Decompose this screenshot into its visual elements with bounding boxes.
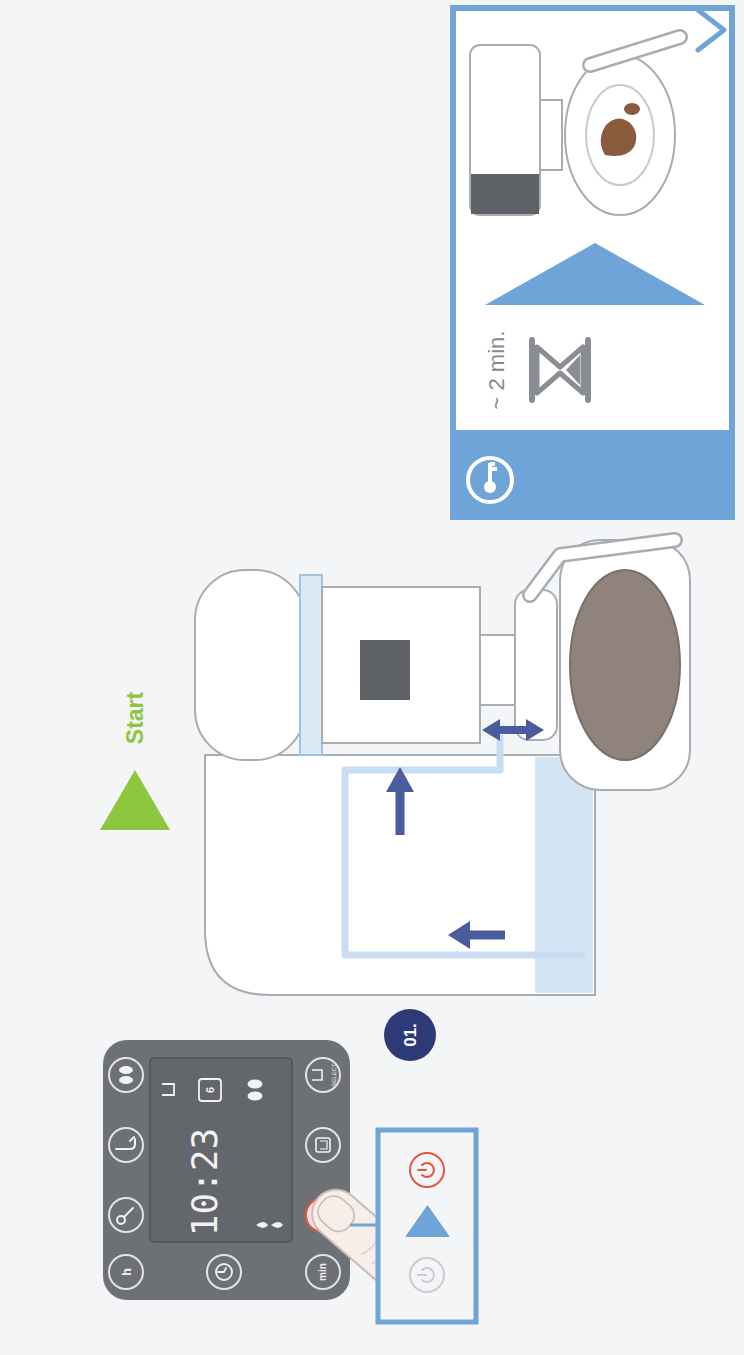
coffee-machine-part-part (448, 921, 470, 949)
power-callout-part-part (418, 1169, 426, 1171)
power-callout-part (405, 1205, 450, 1237)
control-panel-part (248, 1080, 284, 1229)
coffee-machine-part (300, 575, 322, 755)
clock-display: 10:23 (187, 1128, 223, 1236)
control-panel-part-part (109, 1058, 143, 1092)
control-panel-part-part (271, 1222, 283, 1228)
finger-part (313, 1191, 360, 1237)
control-panel-part (316, 1138, 330, 1152)
landscape-art (100, 5, 735, 1300)
info-panel-art-part (586, 85, 654, 185)
info-panel-art-part (468, 458, 512, 502)
info-panel-art-part (485, 243, 705, 305)
info-panel-art-part (470, 45, 540, 215)
info-panel-art (450, 5, 735, 520)
duration-note: ~ 2 min. (486, 331, 508, 410)
control-panel-part-part (248, 1080, 263, 1089)
info-panel-art-part (565, 55, 675, 215)
control-panel-part-part (119, 1076, 133, 1084)
coffee-machine-part (386, 719, 544, 949)
info-panel-art-part (490, 463, 497, 483)
control-panel-part-part (109, 1128, 143, 1162)
info-panel-art-part (532, 340, 588, 400)
info-panel-art-part (601, 118, 637, 156)
coffee-machine-part-part (386, 767, 414, 792)
control-panel-part-part (306, 1128, 340, 1162)
info-panel-art-part (566, 355, 580, 385)
info-panel-art-part (537, 347, 583, 393)
button-label: SELECT (331, 1063, 337, 1086)
step-number-text: 01. (402, 1023, 419, 1047)
coffee-machine-part (570, 570, 680, 760)
control-panel-part-part (207, 1255, 241, 1289)
control-panel (103, 1040, 350, 1300)
step-number: 01. (384, 1009, 436, 1061)
control-panel-part (116, 1137, 135, 1149)
coffee-machine (195, 540, 690, 995)
control-panel-part-part (216, 1264, 232, 1280)
control-panel-part-part (306, 1058, 340, 1092)
control-panel-part-part (124, 1208, 133, 1217)
control-panel-part (199, 1079, 221, 1101)
control-panel-part-part (109, 1198, 143, 1232)
control-panel-part (150, 1058, 292, 1242)
control-panel-part (109, 1058, 340, 1289)
coffee-machine-part-part (526, 719, 544, 741)
start-triangle (100, 770, 170, 830)
control-panel-part-part (306, 1255, 340, 1289)
control-panel-part-part (119, 1066, 133, 1074)
button-label: min (318, 1263, 328, 1281)
info-panel-art-part (624, 103, 640, 115)
button-label: h (120, 1268, 133, 1276)
control-panel-part-part (256, 1222, 268, 1228)
info-panel-art-part (450, 5, 735, 520)
coffee-machine-part (360, 640, 410, 700)
coffee-machine-part (322, 587, 480, 743)
control-panel-part (320, 1141, 327, 1149)
coffee-machine-part (530, 540, 675, 595)
power-callout-part (410, 1153, 444, 1187)
info-panel-art-part (450, 430, 735, 520)
control-panel-part-part (109, 1255, 143, 1289)
info-panel-art-part (698, 10, 724, 50)
power-callout-part (418, 1163, 434, 1177)
power-callout-part (410, 1258, 444, 1292)
control-panel-part (162, 1084, 174, 1095)
cup-count: 6 (205, 1087, 216, 1093)
coffee-machine-part (195, 570, 305, 760)
coffee-machine-part-part (468, 931, 505, 940)
info-panel-art-part (540, 100, 562, 170)
control-panel-part (117, 1208, 133, 1224)
coffee-machine-part (205, 755, 595, 995)
control-panel-part (312, 1070, 322, 1080)
control-panel-part (119, 1066, 133, 1084)
control-panel-part-part (248, 1092, 263, 1101)
info-panel-art-part (590, 37, 680, 65)
coffee-machine-part (560, 540, 690, 790)
start-label: Start (124, 692, 147, 744)
info-panel-art-part (471, 174, 539, 214)
coffee-machine-part-part (396, 790, 405, 835)
coffee-machine-part (515, 590, 557, 740)
control-panel-part (216, 1264, 232, 1280)
power-callout-part (418, 1268, 434, 1282)
power-callout-part (350, 1224, 378, 1227)
power-callout (350, 1130, 476, 1322)
coffee-machine-part (530, 540, 675, 595)
control-panel-part (103, 1040, 350, 1300)
coffee-machine-part (345, 735, 585, 955)
coffee-machine-part-part (498, 726, 528, 734)
power-callout-part (378, 1130, 476, 1322)
control-panel-part-part (218, 1268, 226, 1272)
info-panel-art-part (590, 37, 680, 65)
info-box: ~ 2 min. (450, 5, 735, 520)
power-callout-part-part (418, 1274, 426, 1276)
coffee-machine-part-part (482, 719, 500, 741)
